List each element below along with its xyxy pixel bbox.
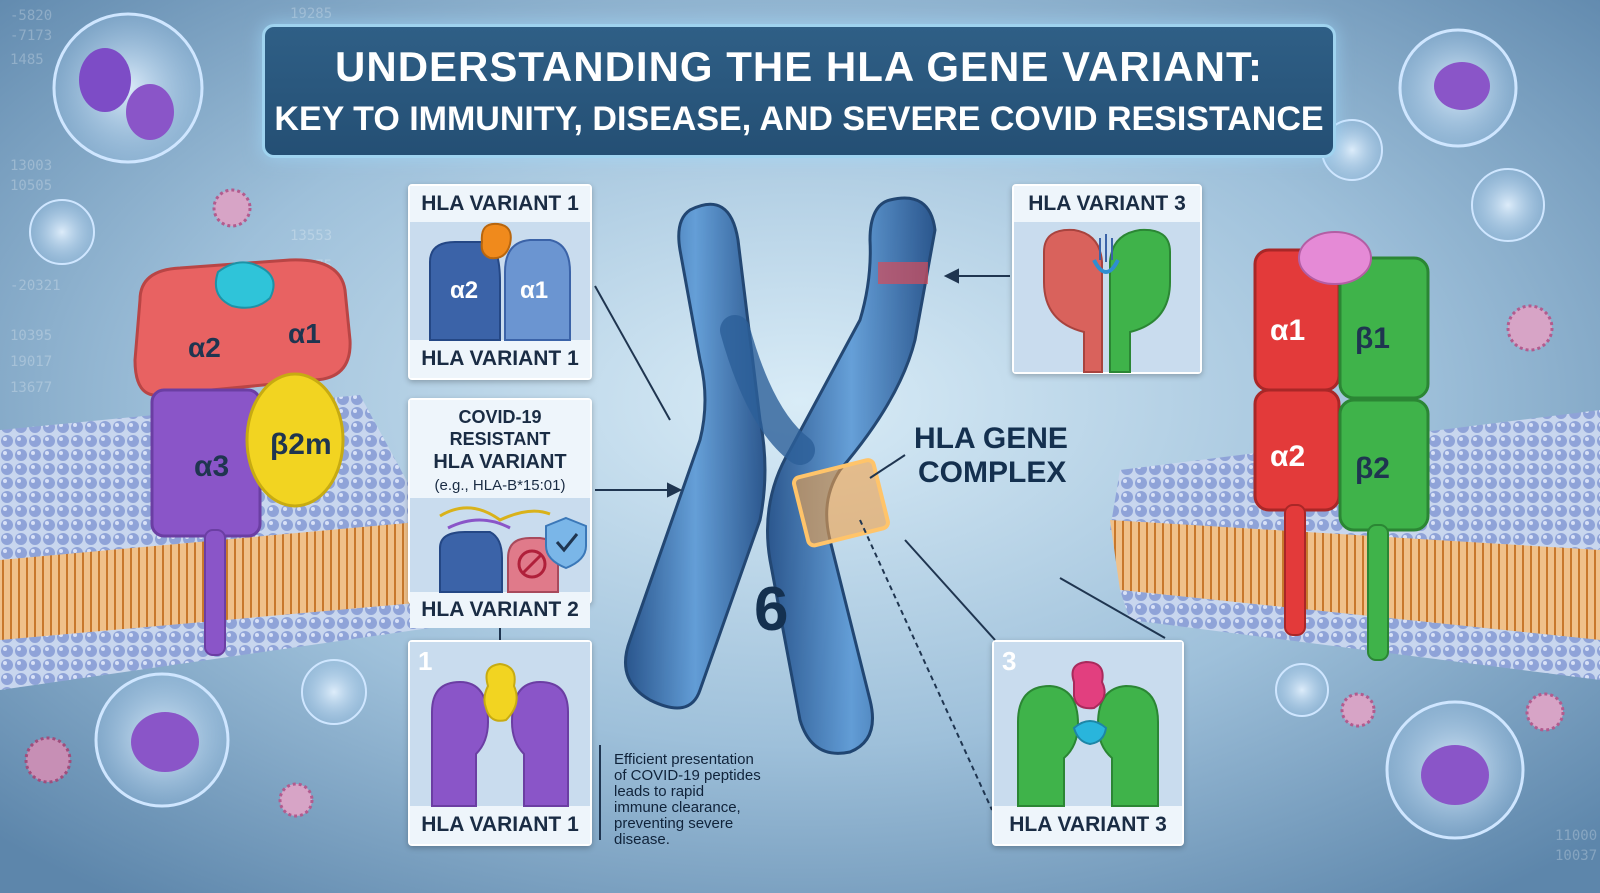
title-line-2: KEY TO IMMUNITY, DISEASE, AND SEVERE COV…: [274, 100, 1324, 138]
svg-text:10505: 10505: [10, 178, 52, 194]
variant-1-bottom-structure: [410, 642, 590, 807]
chromosome-number: 6: [754, 575, 789, 644]
title-banner: UNDERSTANDING THE HLA GENE VARIANT: KEY …: [262, 24, 1336, 158]
note-line: preventing severe: [614, 815, 734, 832]
complex-label-line-1: HLA GENE: [914, 422, 1068, 455]
chromosome-6: [624, 196, 937, 755]
note-line: disease.: [614, 831, 670, 848]
complex-label-line-2: COMPLEX: [918, 456, 1067, 489]
svg-text:13553: 13553: [290, 228, 332, 244]
virus-bottom-left: [24, 736, 72, 784]
virus-bottom-right: [1340, 692, 1376, 728]
variant-3-structure: [1014, 222, 1200, 373]
panel-title-2: HLA VARIANT: [410, 450, 590, 474]
hla-class-ii-molecule: [1253, 231, 1430, 661]
panel-footer: HLA VARIANT 1: [410, 806, 590, 844]
note-line: Efficient presentation: [614, 751, 754, 768]
panel-covid-resistant-variant: COVID-19 RESISTANT HLA VARIANT (e.g., HL…: [408, 398, 592, 628]
virus-bottom: [278, 782, 314, 818]
svg-text:19017: 19017: [10, 354, 52, 370]
cell-right: [1471, 168, 1545, 242]
cell-small-left: [29, 199, 95, 265]
immune-cell-bottom-right: [1385, 700, 1525, 840]
covid-variant-structure: [410, 498, 590, 593]
svg-text:11000: 11000: [1555, 828, 1597, 844]
hla-gene-complex-label: HLA GENE COMPLEX: [910, 422, 1068, 490]
svg-text:α1: α1: [520, 277, 548, 304]
panel-footer: HLA VARIANT 2: [410, 592, 590, 628]
right-beta2-label: β2: [1355, 452, 1390, 485]
svg-text:-5820: -5820: [10, 8, 52, 24]
hla-class-i-molecule: [133, 258, 352, 656]
immune-cell-bottom-left: [94, 672, 230, 808]
panel-footer: HLA VARIANT 3: [994, 806, 1182, 844]
svg-text:19285: 19285: [290, 6, 332, 22]
connector-lines: [499, 268, 1166, 840]
panel-footer: HLA VARIANT 1: [410, 340, 590, 378]
right-alpha2-label: α2: [1270, 440, 1306, 473]
svg-text:13677: 13677: [10, 380, 52, 396]
left-alpha3-label: α3: [194, 450, 230, 483]
svg-text:10037: 10037: [1555, 848, 1597, 864]
svg-text:1485: 1485: [10, 52, 44, 68]
panel-title: HLA VARIANT 3: [1014, 186, 1200, 222]
panel-number: 1: [418, 646, 433, 676]
immune-cell-top-right: [1398, 28, 1518, 148]
panel-hla-variant-3-bottom: HLA VARIANT 3 3: [992, 640, 1184, 846]
panel-title: HLA VARIANT 1: [410, 186, 590, 222]
panel-number: 3: [1002, 646, 1017, 676]
left-alpha2-label: α2: [188, 332, 221, 363]
svg-text:10395: 10395: [10, 328, 52, 344]
panel-example: (e.g., HLA-B*15:01): [410, 474, 590, 498]
svg-text:-7173: -7173: [10, 28, 52, 44]
svg-text:α2: α2: [450, 277, 478, 304]
panel-hla-variant-3-top: HLA VARIANT 3: [1012, 184, 1202, 374]
virus-right: [1506, 304, 1554, 352]
right-beta1-label: β1: [1355, 322, 1390, 355]
cell-small-bottom: [301, 659, 367, 725]
clearance-note: Efficient presentation of COVID-19 pepti…: [614, 752, 814, 848]
note-line: leads to rapid: [614, 783, 705, 800]
svg-text:-20321: -20321: [10, 278, 61, 294]
left-beta2m-label: β2m: [270, 428, 332, 461]
virus-far-right: [1525, 692, 1565, 732]
note-line: immune clearance,: [614, 799, 741, 816]
panel-hla-variant-1-bottom: HLA VARIANT 1 1: [408, 640, 592, 846]
virus-left: [212, 188, 252, 228]
svg-text:13003: 13003: [10, 158, 52, 174]
panel-hla-variant-1-top: HLA VARIANT 1 α2 α1 HLA VARIANT 1: [408, 184, 592, 380]
title-line-1: UNDERSTANDING THE HLA GENE VARIANT:: [335, 43, 1263, 90]
cell-small-bottom-right: [1275, 663, 1329, 717]
right-alpha1-label: α1: [1270, 314, 1306, 347]
note-line: of COVID-19 peptides: [614, 767, 761, 784]
variant-1-structure: α2 α1: [410, 222, 590, 341]
left-alpha1-label: α1: [288, 318, 321, 349]
variant-3-bottom-structure: [994, 642, 1182, 807]
immune-cell-top-left: [52, 12, 204, 164]
panel-title-1: COVID-19 RESISTANT: [410, 400, 590, 450]
